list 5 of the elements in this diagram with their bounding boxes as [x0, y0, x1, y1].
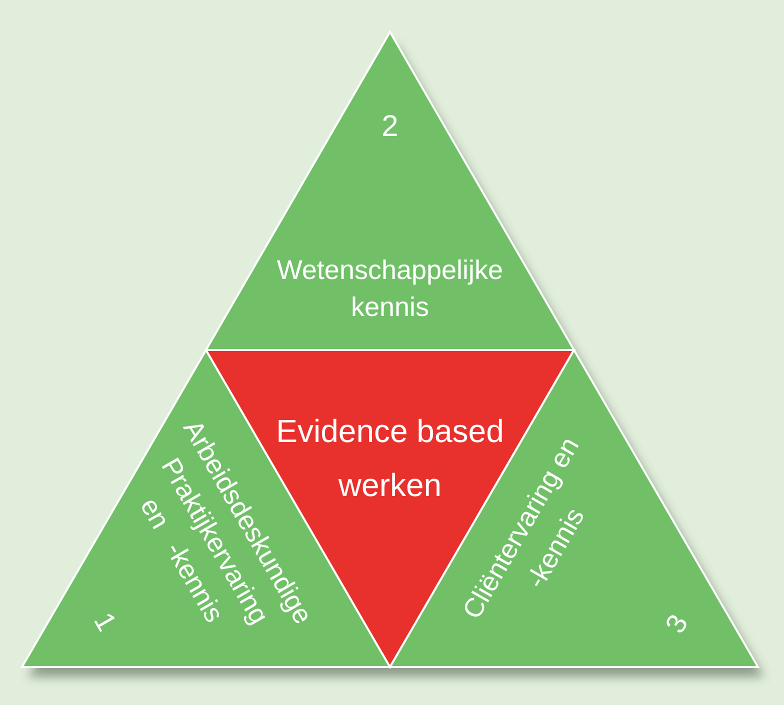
triangle-segment — [205, 31, 575, 351]
section-number: 1 — [87, 606, 124, 638]
section-number: 2 — [380, 109, 400, 145]
section-label: Wetenschappelijke kennis — [276, 254, 504, 324]
section-number: 3 — [658, 608, 695, 640]
